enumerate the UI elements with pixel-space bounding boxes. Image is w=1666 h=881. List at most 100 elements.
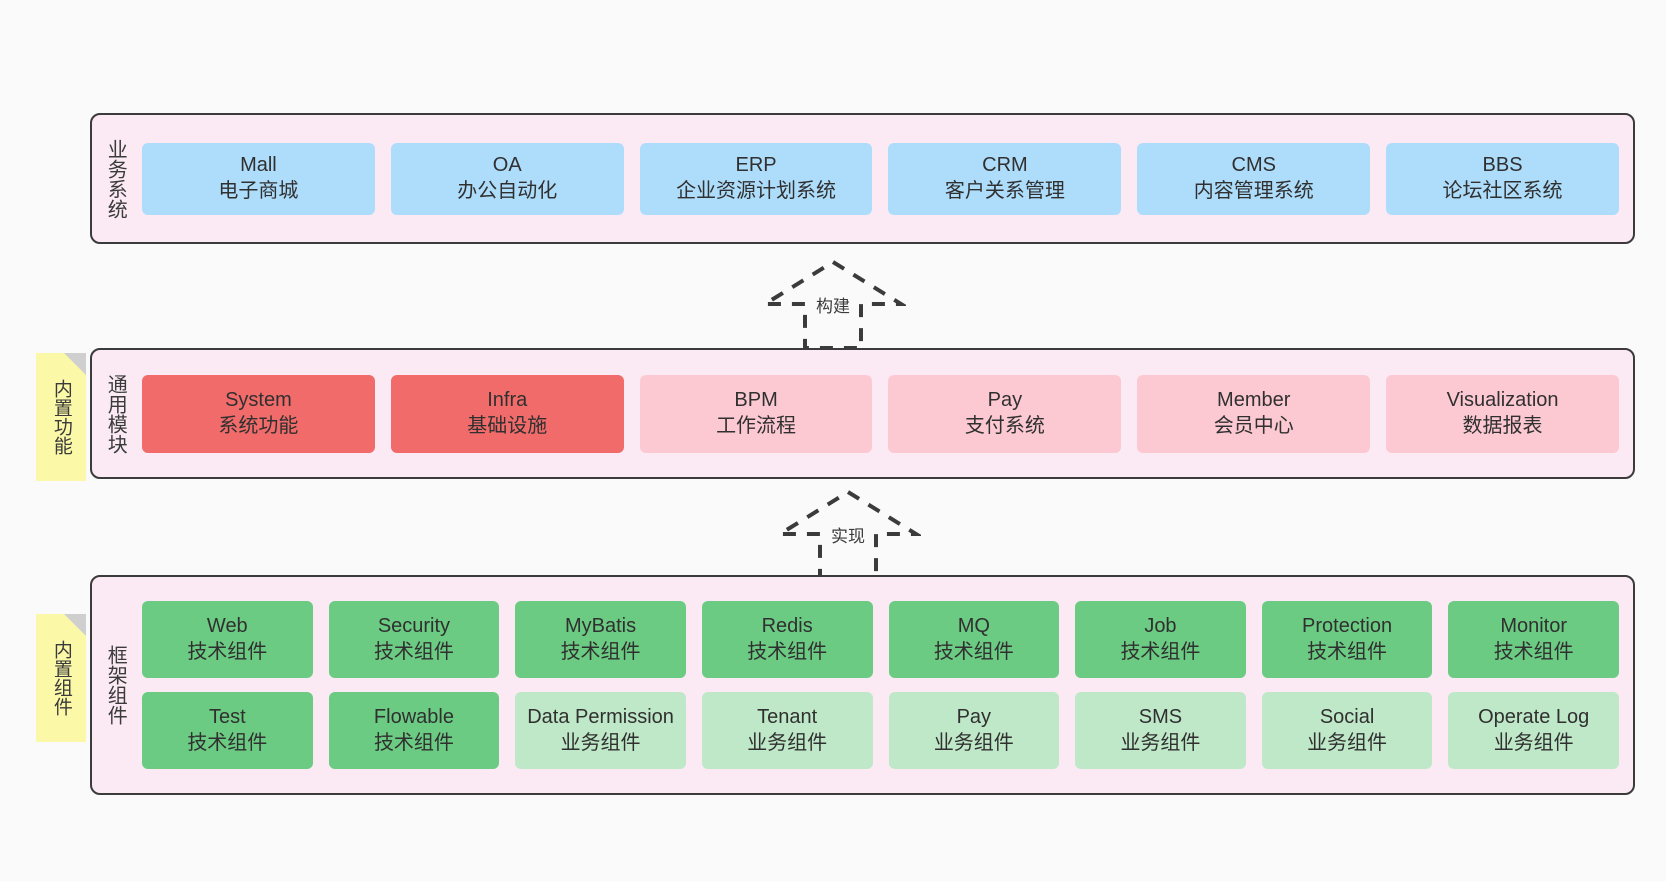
node-pay-component[interactable]: Pay 业务组件 <box>888 692 1060 769</box>
node-title: Member <box>1217 388 1291 411</box>
node-title: MyBatis <box>565 614 637 637</box>
node-subtitle: 业务组件 <box>560 731 641 754</box>
node-mq[interactable]: MQ 技术组件 <box>888 601 1060 678</box>
layer-framework-component-body: Web 技术组件 Security 技术组件 MyBatis 技术组件 Redi… <box>138 577 1633 793</box>
node-subtitle: 会员中心 <box>1213 414 1294 437</box>
note-label: 内置组件 <box>50 640 72 716</box>
node-cms[interactable]: CMS 内容管理系统 <box>1137 142 1371 215</box>
node-infra[interactable]: Infra 基础设施 <box>390 374 624 453</box>
node-sms[interactable]: SMS 业务组件 <box>1075 692 1246 769</box>
node-member[interactable]: Member 会员中心 <box>1137 374 1371 453</box>
node-subtitle: 客户关系管理 <box>944 179 1065 202</box>
node-subtitle: 技术组件 <box>1493 640 1574 663</box>
layer-common-module-label: 通用模块 <box>104 373 127 454</box>
node-title: Data Permission <box>527 705 674 728</box>
connector-implement-label: 实现 <box>828 522 868 547</box>
node-subtitle: 技术组件 <box>560 640 641 663</box>
node-subtitle: 技术组件 <box>187 731 268 754</box>
box-row: Web 技术组件 Security 技术组件 MyBatis 技术组件 Redi… <box>142 601 1619 678</box>
node-subtitle: 技术组件 <box>373 731 454 754</box>
node-subtitle: 业务组件 <box>1120 731 1201 754</box>
node-title: Social <box>1319 705 1375 728</box>
node-title: Job <box>1144 614 1177 637</box>
node-system[interactable]: System 系统功能 <box>142 374 375 453</box>
connector-build: 构建 <box>760 258 906 350</box>
node-title: Operate Log <box>1478 705 1590 728</box>
node-mall[interactable]: Mall 电子商城 <box>142 142 375 215</box>
node-subtitle: 技术组件 <box>373 640 454 663</box>
node-visualization[interactable]: Visualization 数据报表 <box>1386 374 1619 453</box>
node-title: Protection <box>1302 614 1393 637</box>
node-tenant[interactable]: Tenant 业务组件 <box>701 692 873 769</box>
node-title: CMS <box>1231 153 1276 176</box>
node-subtitle: 电子商城 <box>218 179 299 202</box>
node-title: Mall <box>240 153 277 176</box>
node-test[interactable]: Test 技术组件 <box>142 692 313 769</box>
node-redis[interactable]: Redis 技术组件 <box>701 601 873 678</box>
node-subtitle: 技术组件 <box>747 640 828 663</box>
layer-business-system[interactable]: 业务系统 Mall 电子商城 OA 办公自动化 ERP 企业资源计划系统 CRM… <box>90 113 1635 244</box>
node-subtitle: 技术组件 <box>933 640 1014 663</box>
node-title: CRM <box>982 153 1028 176</box>
node-subtitle: 内容管理系统 <box>1193 179 1314 202</box>
node-title: OA <box>492 153 522 176</box>
node-subtitle: 技术组件 <box>1307 640 1388 663</box>
layer-framework-component-label: 框架组件 <box>104 645 127 725</box>
node-subtitle: 企业资源计划系统 <box>676 179 837 202</box>
node-subtitle: 业务组件 <box>1493 731 1574 754</box>
node-title: Redis <box>761 614 813 637</box>
note-label: 内置功能 <box>50 379 72 455</box>
node-pay[interactable]: Pay 支付系统 <box>888 374 1122 453</box>
layer-common-module[interactable]: 通用模块 System 系统功能 Infra 基础设施 BPM 工作流程 Pay… <box>90 348 1635 479</box>
node-bpm[interactable]: BPM 工作流程 <box>639 374 873 453</box>
node-title: ERP <box>735 153 777 176</box>
node-protection[interactable]: Protection 技术组件 <box>1261 601 1433 678</box>
node-subtitle: 业务组件 <box>933 731 1014 754</box>
node-title: Infra <box>487 388 528 411</box>
node-monitor[interactable]: Monitor 技术组件 <box>1448 601 1619 678</box>
node-social[interactable]: Social 业务组件 <box>1261 692 1433 769</box>
node-title: Flowable <box>373 705 454 728</box>
node-subtitle: 技术组件 <box>1120 640 1201 663</box>
node-web[interactable]: Web 技术组件 <box>142 601 313 678</box>
box-row: Mall 电子商城 OA 办公自动化 ERP 企业资源计划系统 CRM 客户关系… <box>142 142 1619 215</box>
layer-business-system-body: Mall 电子商城 OA 办公自动化 ERP 企业资源计划系统 CRM 客户关系… <box>138 115 1633 242</box>
node-title: Monitor <box>1500 614 1568 637</box>
note-builtin-components[interactable]: 内置组件 <box>36 614 86 742</box>
node-title: Pay <box>956 705 992 728</box>
node-bbs[interactable]: BBS 论坛社区系统 <box>1386 142 1619 215</box>
node-oa[interactable]: OA 办公自动化 <box>390 142 624 215</box>
node-title: Tenant <box>757 705 818 728</box>
layer-framework-component[interactable]: 框架组件 Web 技术组件 Security 技术组件 MyBatis 技术组件… <box>90 575 1635 795</box>
box-row: Test 技术组件 Flowable 技术组件 Data Permission … <box>142 692 1619 769</box>
node-title: BBS <box>1482 153 1523 176</box>
node-title: Test <box>208 705 246 728</box>
node-title: Pay <box>987 388 1023 411</box>
node-subtitle: 工作流程 <box>716 414 797 437</box>
node-subtitle: 基础设施 <box>467 414 548 437</box>
box-row: System 系统功能 Infra 基础设施 BPM 工作流程 Pay 支付系统… <box>142 374 1619 453</box>
node-title: SMS <box>1138 705 1183 728</box>
node-title: BPM <box>734 388 778 411</box>
node-flowable[interactable]: Flowable 技术组件 <box>328 692 500 769</box>
connector-build-label: 构建 <box>813 292 853 317</box>
node-data-permission[interactable]: Data Permission 业务组件 <box>515 692 686 769</box>
node-job[interactable]: Job 技术组件 <box>1075 601 1246 678</box>
node-subtitle: 业务组件 <box>747 731 828 754</box>
node-title: Security <box>377 614 451 637</box>
node-security[interactable]: Security 技术组件 <box>328 601 500 678</box>
node-erp[interactable]: ERP 企业资源计划系统 <box>639 142 873 215</box>
node-subtitle: 办公自动化 <box>457 179 558 202</box>
node-mybatis[interactable]: MyBatis 技术组件 <box>515 601 686 678</box>
node-subtitle: 业务组件 <box>1307 731 1388 754</box>
node-title: System <box>225 388 292 411</box>
node-subtitle: 技术组件 <box>187 640 268 663</box>
layer-business-system-label: 业务系统 <box>104 138 127 219</box>
note-builtin-functions[interactable]: 内置功能 <box>36 353 86 481</box>
node-crm[interactable]: CRM 客户关系管理 <box>888 142 1122 215</box>
node-operate-log[interactable]: Operate Log 业务组件 <box>1448 692 1619 769</box>
node-subtitle: 支付系统 <box>964 414 1045 437</box>
layer-common-module-body: System 系统功能 Infra 基础设施 BPM 工作流程 Pay 支付系统… <box>138 350 1633 477</box>
node-subtitle: 系统功能 <box>218 414 299 437</box>
